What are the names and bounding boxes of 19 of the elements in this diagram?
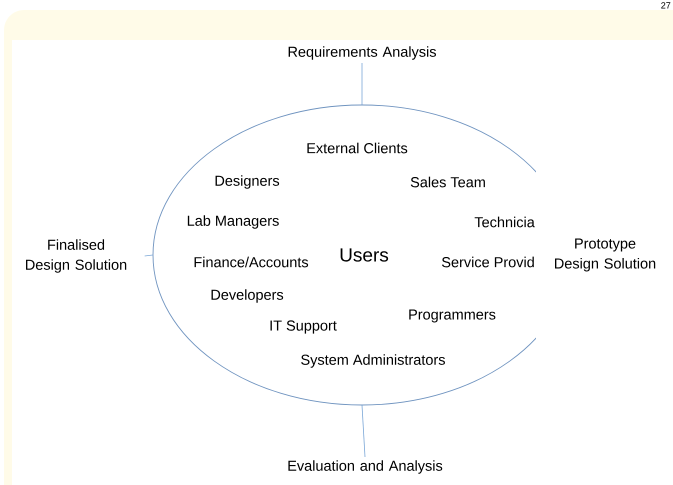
group-label: System Administrators <box>301 354 445 368</box>
stage-label: Requirements Analysis <box>288 46 436 60</box>
group-label: Service Provid <box>442 256 534 268</box>
group-label: Sales Team <box>410 176 485 188</box>
connector-line <box>362 404 366 458</box>
group-label: External Clients <box>307 142 408 154</box>
stage-label: Prototype Design Solution <box>555 238 656 272</box>
center-label: Users <box>340 248 388 262</box>
group-label: IT Support <box>270 320 337 334</box>
group-label: Technicia <box>474 216 535 228</box>
group-label: Designers <box>216 175 280 189</box>
stage-label: Finalised Design Solution <box>26 239 126 273</box>
stage-label: Evaluation and Analysis <box>288 460 442 474</box>
page-number: 27 <box>661 2 670 8</box>
connector-line <box>144 254 154 256</box>
group-label: Lab Managers <box>188 215 279 229</box>
group-label: Developers <box>212 289 284 303</box>
group-label: Programmers <box>409 310 496 322</box>
group-label: Finance/Accounts <box>194 256 308 268</box>
